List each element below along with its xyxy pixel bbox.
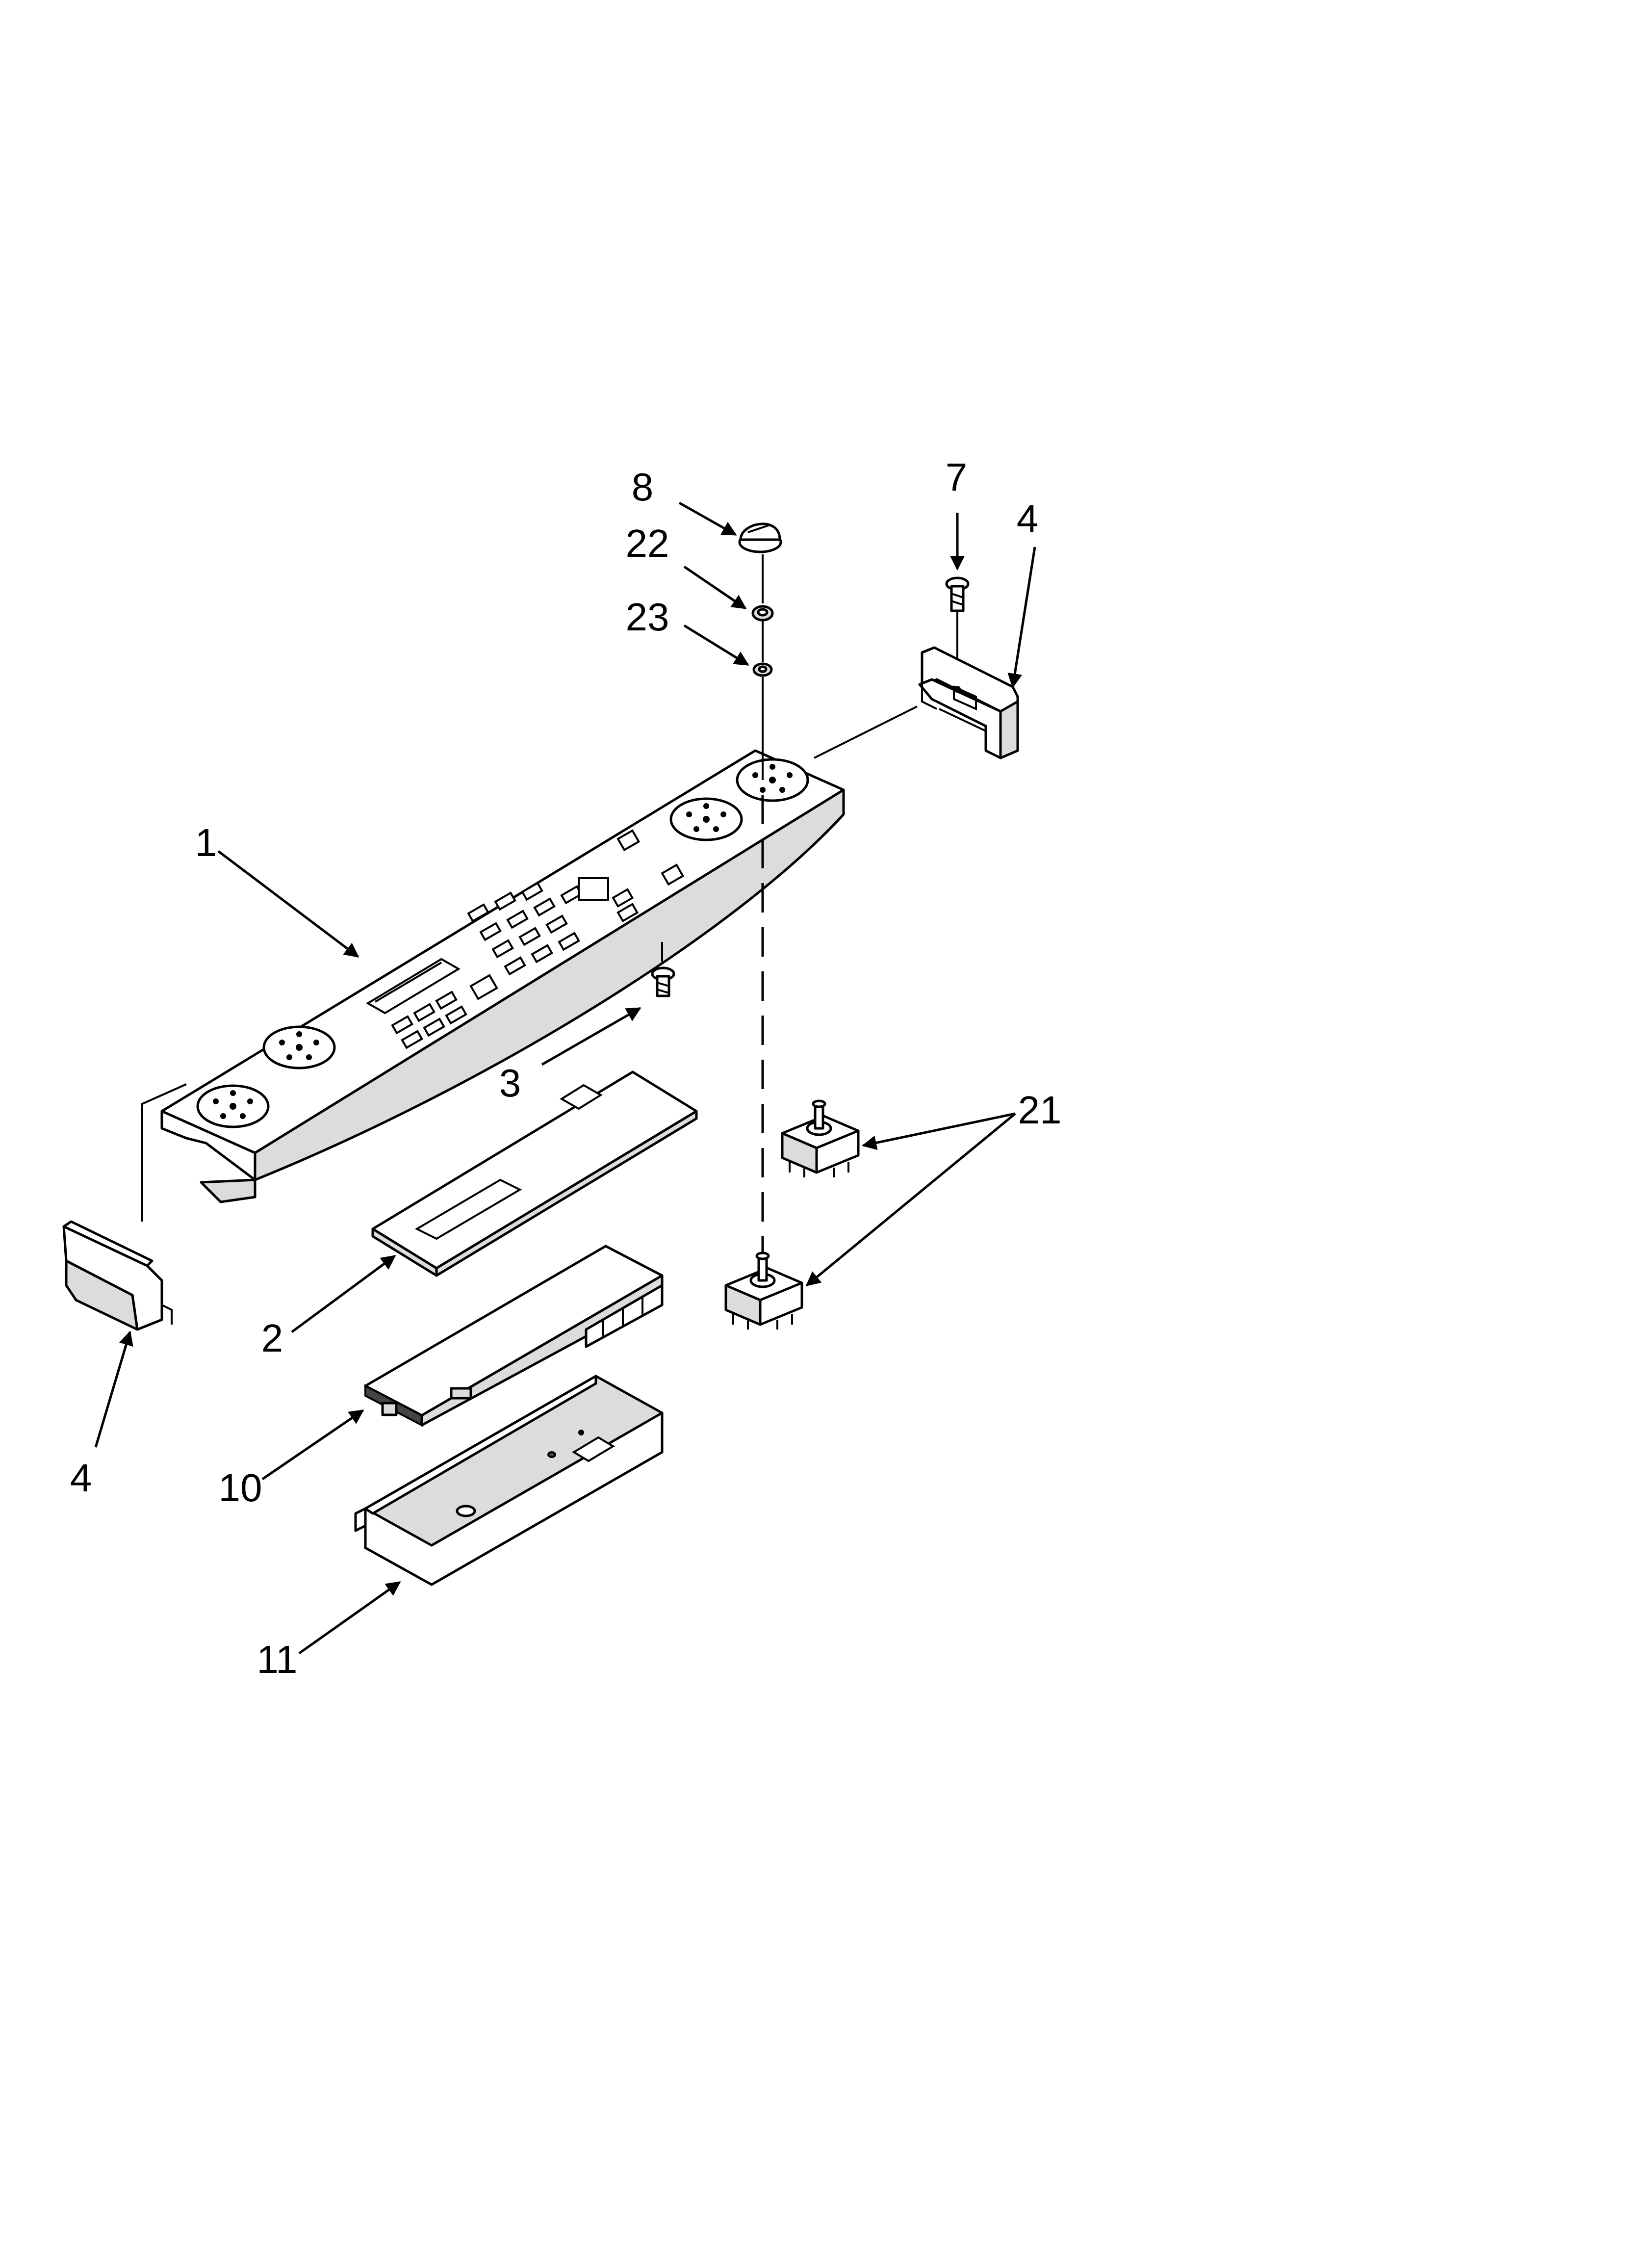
callout-1: 1 [195,821,217,864]
display-window [366,958,461,1015]
knob-zone-right-rear [669,797,743,841]
infinite-switch-lower [724,1251,803,1330]
knob-zone-left-rear [262,1025,336,1069]
knob-spring [751,605,774,622]
callout-21: 21 [1018,1088,1062,1132]
control-board-enclosure [354,1375,664,1586]
callout-4-top: 4 [1017,497,1039,541]
callout-4-left: 4 [70,1456,92,1500]
mounting-screw-panel [651,942,675,997]
callout-11: 11 [257,1638,297,1681]
end-cap-left [62,1083,187,1331]
knob-washer [752,662,773,677]
control-knob [738,522,782,553]
control-panel [160,749,845,1203]
membrane-overlay [371,1070,698,1277]
callout-8: 8 [632,465,654,509]
callout-3: 3 [499,1061,521,1105]
control-board [364,1245,664,1427]
callout-2: 2 [261,1316,283,1360]
callouts: 8 7 4 22 23 1 3 21 2 4 10 11 [70,455,1062,1681]
infinite-switch-upper [781,1099,860,1177]
keypad [391,829,685,1049]
callout-7: 7 [946,455,968,499]
end-cap-right [918,646,1019,759]
knob-zone-left-front [196,1084,270,1128]
callout-22: 22 [626,521,669,565]
knob-zone-right-front [736,758,809,802]
callout-10: 10 [219,1466,262,1510]
leader-lines [94,501,1036,1655]
callout-23: 23 [626,595,669,639]
